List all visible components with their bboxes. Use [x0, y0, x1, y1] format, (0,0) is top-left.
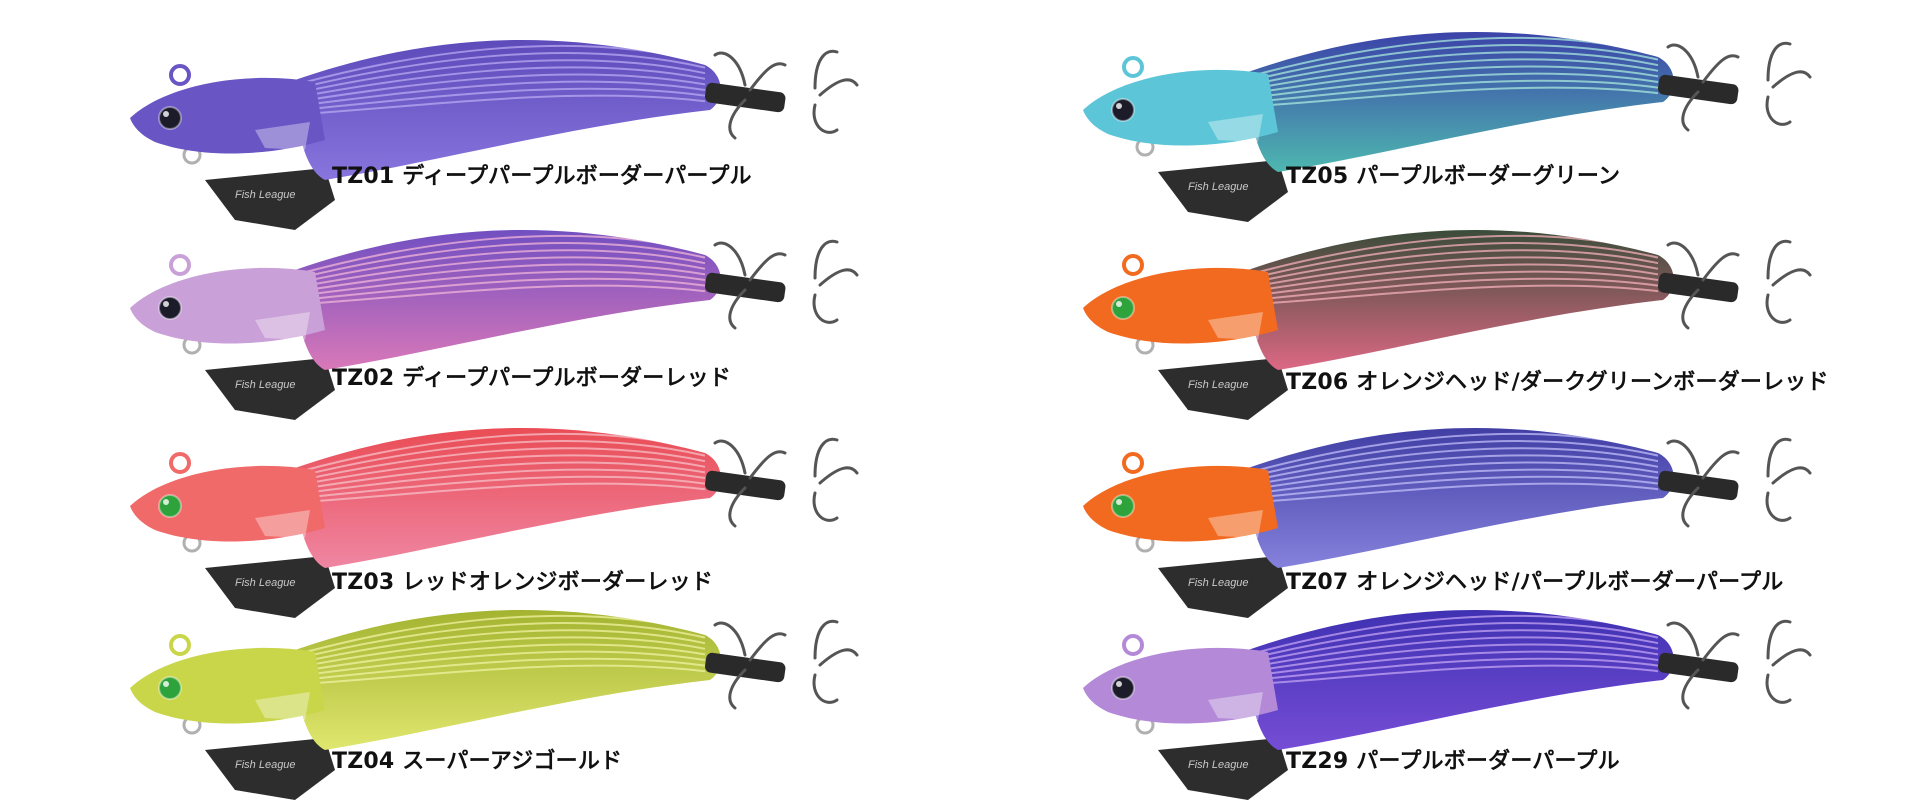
lure-name: スーパーアジゴールド: [402, 749, 623, 774]
lure-label-tz07: TZ07 オレンジヘッド/パープルボーダーパープル: [1286, 564, 1783, 596]
sinker-logo: Fish League: [1188, 577, 1249, 589]
lure-fin: [255, 692, 310, 720]
line-eye-loop: [1122, 634, 1144, 656]
lure-label-tz06: TZ06 オレンジヘッド/ダークグリーンボーダーレッド: [1286, 364, 1829, 396]
sinker-plate: [205, 556, 335, 618]
squid-hooks: [713, 239, 859, 330]
sinker-plate: [1158, 738, 1288, 800]
lure-name: パープルボーダーパープル: [1356, 749, 1620, 774]
lure-fin: [1208, 510, 1263, 538]
lure-head: [130, 77, 325, 154]
lure-label-tz01: TZ01 ディープパープルボーダーパープル: [332, 158, 752, 190]
lure-code: TZ03: [332, 570, 395, 595]
sinker-logo: Fish League: [235, 379, 296, 391]
lure-eye: [158, 494, 182, 518]
lure-name: ディープパープルボーダーレッド: [402, 366, 732, 391]
lure-name: レッドオレンジボーダーレッド: [402, 570, 714, 595]
squid-hooks: [713, 437, 859, 528]
lure-eye: [1111, 494, 1135, 518]
lure-label-tz29: TZ29 パープルボーダーパープル: [1286, 743, 1620, 775]
lure-eye: [1111, 296, 1135, 320]
lure-image-tz05: Fish League: [1078, 22, 1838, 222]
lure-fin: [1208, 114, 1263, 142]
lure-label-tz05: TZ05 パープルボーダーグリーン: [1286, 158, 1620, 190]
lure-fin: [1208, 312, 1263, 340]
lure-code: TZ29: [1286, 749, 1349, 774]
lure-name: オレンジヘッド/ダークグリーンボーダーレッド: [1356, 370, 1829, 395]
sinker-logo: Fish League: [235, 759, 296, 771]
tail-shaft: [704, 470, 786, 501]
lure-image-tz02: Fish League: [125, 220, 885, 420]
line-eye-loop: [1122, 254, 1144, 276]
lure-image-tz04: Fish League: [125, 600, 885, 800]
lure-code: TZ04: [332, 749, 395, 774]
sinker-plate: [1158, 556, 1288, 618]
sinker-logo: Fish League: [1188, 759, 1249, 771]
lure-image-tz07: Fish League: [1078, 418, 1838, 618]
sinker-logo: Fish League: [235, 189, 296, 201]
sinker-logo: Fish League: [1188, 379, 1249, 391]
squid-hooks: [1666, 619, 1812, 710]
sinker-plate: [205, 358, 335, 420]
line-eye-loop: [169, 634, 191, 656]
lure-head: [130, 647, 325, 724]
lure-head: [1083, 267, 1278, 344]
lure-label-tz03: TZ03 レッドオレンジボーダーレッド: [332, 564, 713, 596]
tail-shaft: [1657, 652, 1739, 683]
lure-image-tz01: Fish League: [125, 30, 885, 230]
lure-fin: [1208, 692, 1263, 720]
lure-name: オレンジヘッド/パープルボーダーパープル: [1356, 570, 1784, 595]
lure-eye: [158, 296, 182, 320]
tail-shaft: [704, 652, 786, 683]
lure-code: TZ07: [1286, 570, 1349, 595]
lure-head: [130, 465, 325, 542]
tail-shaft: [704, 82, 786, 113]
lure-name: パープルボーダーグリーン: [1356, 164, 1621, 189]
line-eye-loop: [169, 254, 191, 276]
sinker-plate: [205, 738, 335, 800]
line-eye-loop: [1122, 56, 1144, 78]
line-eye-loop: [169, 64, 191, 86]
lure-fin: [255, 312, 310, 340]
line-eye-loop: [169, 452, 191, 474]
lure-eye: [1111, 98, 1135, 122]
lure-head: [1083, 465, 1278, 542]
sinker-plate: [205, 168, 335, 230]
lure-head: [1083, 69, 1278, 146]
lure-name: ディープパープルボーダーパープル: [402, 164, 752, 189]
lure-head: [130, 267, 325, 344]
lure-image-tz03: Fish League: [125, 418, 885, 618]
lure-label-tz04: TZ04 スーパーアジゴールド: [332, 743, 622, 775]
tail-shaft: [1657, 272, 1739, 303]
lure-eye: [158, 106, 182, 130]
lure-eye: [1111, 676, 1135, 700]
sinker-logo: Fish League: [1188, 181, 1249, 193]
lure-code: TZ05: [1286, 164, 1349, 189]
squid-hooks: [1666, 437, 1812, 528]
lure-fin: [255, 510, 310, 538]
lure-code: TZ01: [332, 164, 395, 189]
lure-image-tz06: Fish League: [1078, 220, 1838, 420]
sinker-plate: [1158, 358, 1288, 420]
squid-hooks: [713, 49, 859, 140]
tail-shaft: [704, 272, 786, 303]
sinker-logo: Fish League: [235, 577, 296, 589]
lure-label-tz02: TZ02 ディープパープルボーダーレッド: [332, 360, 731, 392]
lure-head: [1083, 647, 1278, 724]
squid-hooks: [1666, 239, 1812, 330]
lure-eye: [158, 676, 182, 700]
lure-code: TZ06: [1286, 370, 1349, 395]
squid-hooks: [713, 619, 859, 710]
line-eye-loop: [1122, 452, 1144, 474]
tail-shaft: [1657, 470, 1739, 501]
tail-shaft: [1657, 74, 1739, 105]
lure-code: TZ02: [332, 366, 395, 391]
lure-image-tz29: Fish League: [1078, 600, 1838, 800]
squid-hooks: [1666, 41, 1812, 132]
lure-fin: [255, 122, 310, 150]
sinker-plate: [1158, 160, 1288, 222]
